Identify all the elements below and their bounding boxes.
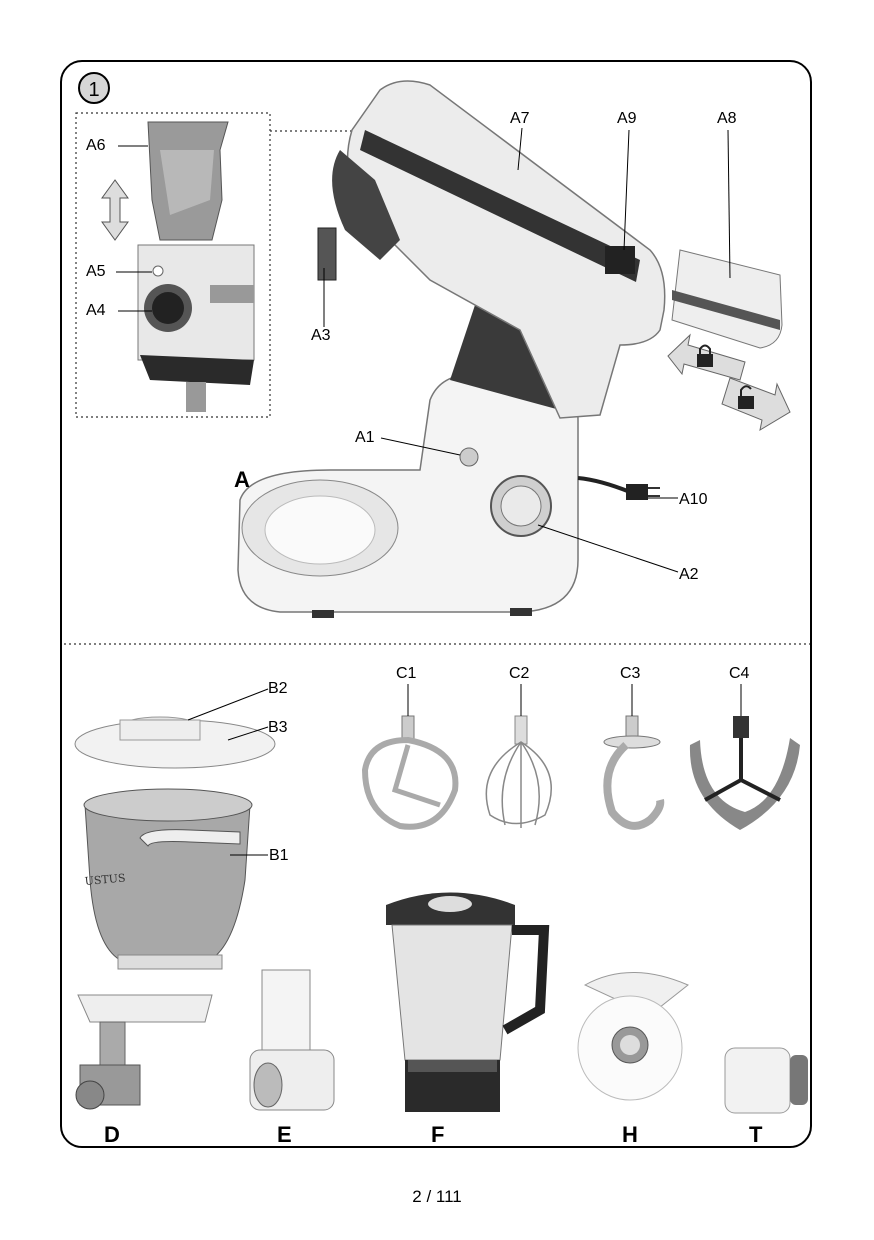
stand-mixer-image — [237, 80, 666, 618]
callout-a8: A8 — [717, 110, 737, 127]
slicer-attachment-image — [249, 969, 335, 1111]
dough-hook-image — [603, 715, 665, 830]
hub-image — [137, 244, 255, 412]
svg-text:USTUS: USTUS — [84, 871, 126, 888]
adapter-image — [724, 1047, 808, 1114]
hub-cover-image — [147, 121, 229, 241]
callout-c1: C1 — [396, 665, 417, 682]
callout-leader-lines — [116, 127, 742, 856]
callout-a6: A6 — [86, 137, 106, 154]
scraper-beater-image — [689, 716, 800, 830]
section-h-label: H — [622, 1122, 638, 1147]
callout-b3: B3 — [268, 719, 288, 736]
callout-c2: C2 — [509, 665, 530, 682]
callout-a5: A5 — [86, 263, 106, 280]
callout-a4: A4 — [86, 302, 106, 319]
double-arrow-icon — [101, 179, 129, 241]
section-e-label: E — [277, 1122, 292, 1147]
lock-arrow-icon — [667, 333, 746, 381]
blender-jar-image — [386, 892, 550, 1112]
callout-c4: C4 — [729, 665, 750, 682]
callout-b2: B2 — [268, 680, 288, 697]
callout-a10: A10 — [679, 491, 708, 508]
callout-a1: A1 — [355, 429, 375, 446]
front-cover-image — [671, 249, 783, 349]
wire-whisk-image — [485, 715, 552, 828]
figure-number-badge: 1 — [78, 72, 110, 104]
callout-a2: A2 — [679, 566, 699, 583]
callout-b1: B1 — [269, 847, 289, 864]
section-t-label: T — [749, 1122, 763, 1147]
inset-box — [75, 112, 271, 418]
callout-a7: A7 — [510, 110, 530, 127]
callout-a9: A9 — [617, 110, 637, 127]
section-a-label: A — [234, 467, 250, 492]
spiralizer-disc-image — [577, 972, 689, 1101]
bowl-lid-image — [74, 716, 276, 769]
page-number: 2 / 111 — [412, 1187, 462, 1206]
section-f-label: F — [431, 1122, 445, 1147]
meat-grinder-image — [75, 994, 213, 1110]
flat-beater-image — [361, 715, 459, 830]
unlock-arrow-icon — [721, 377, 791, 432]
figure-frame — [60, 60, 812, 1148]
callout-a3: A3 — [311, 327, 331, 344]
section-d-label: D — [104, 1122, 120, 1147]
mixing-bowl-image: USTUS — [83, 788, 253, 970]
callout-c3: C3 — [620, 665, 641, 682]
